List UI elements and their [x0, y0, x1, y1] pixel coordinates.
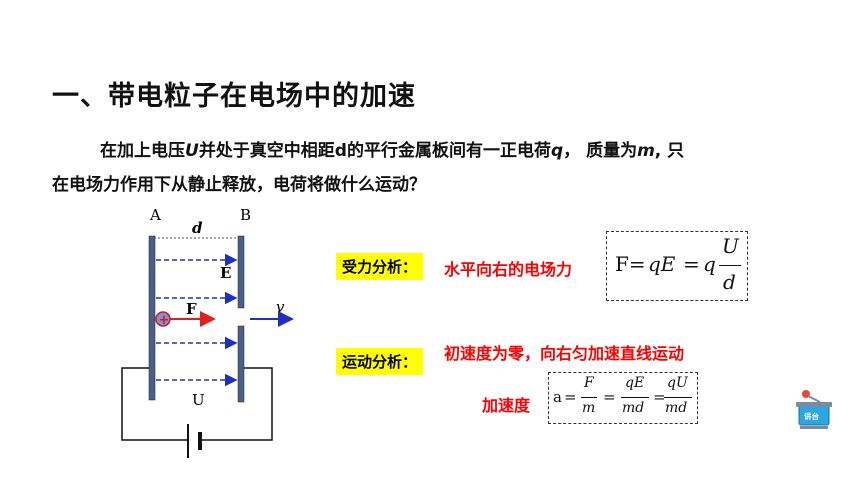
page-title: 一、带电粒子在电场中的加速 — [52, 81, 416, 112]
plate-a-label: A — [149, 206, 161, 224]
field-lines — [156, 253, 238, 387]
podium-label: 讲台 — [804, 411, 819, 421]
motion-analysis-text: 初速度为零，向右匀加速直线运动 — [444, 344, 685, 363]
plate-b-label: B — [240, 206, 251, 224]
plate-b-lower — [237, 325, 245, 403]
plate-a — [148, 235, 156, 401]
capacitor-diagram: A B d U E + F v — [121, 206, 294, 458]
force-analysis-text: 水平向右的电场力 — [444, 260, 573, 279]
acceleration-formula: a = F m = qE md = qU md — [548, 372, 698, 424]
field-label: E — [220, 264, 231, 282]
force-label: F — [186, 300, 197, 318]
podium-icon[interactable]: 讲台 — [790, 388, 838, 436]
wire-right — [206, 367, 273, 441]
wire-left — [121, 367, 182, 441]
voltage-label: U — [192, 391, 205, 409]
velocity-label: v — [276, 298, 285, 316]
distance-label: d — [192, 219, 203, 237]
problem-text: 在加上电压U并处于真空中相距d的平行金属板间有一正电荷q， 质量为m, 只 在电… — [52, 141, 685, 195]
acceleration-label: 加速度 — [482, 396, 531, 415]
force-formula: F= qE = q U d — [606, 231, 748, 301]
plate-b-upper — [237, 235, 245, 309]
fraction-bar — [719, 265, 741, 266]
motion-analysis-label: 运动分析： — [336, 348, 424, 375]
force-analysis-label: 受力分析： — [336, 253, 424, 280]
charge-sign: + — [159, 313, 170, 328]
